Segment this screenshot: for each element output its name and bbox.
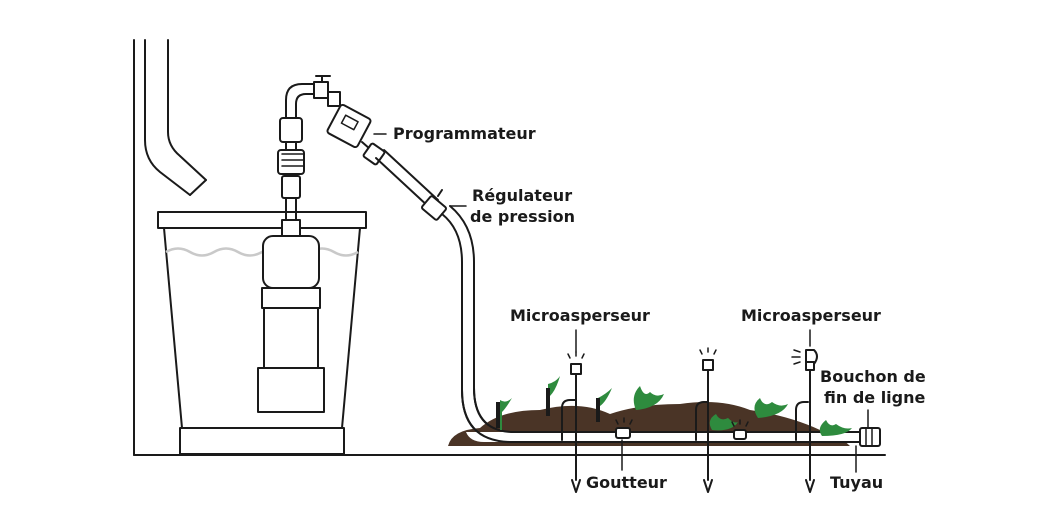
programmer-device bbox=[326, 103, 386, 166]
hose-upper bbox=[375, 149, 439, 209]
micro-sprinkler-right bbox=[791, 349, 818, 493]
riser-pipe bbox=[277, 75, 341, 221]
label-pressure-regulator-line1: Régulateur bbox=[472, 186, 573, 205]
leader-lines bbox=[373, 133, 869, 473]
label-hose: Tuyau bbox=[830, 473, 884, 492]
micro-sprinkler-left bbox=[561, 351, 585, 493]
end-cap-device bbox=[859, 427, 881, 447]
label-pressure-regulator-line2: de pression bbox=[470, 207, 575, 226]
micro-sprinkler-middle bbox=[695, 347, 749, 493]
label-end-cap-line1: Bouchon de bbox=[820, 367, 926, 386]
plants bbox=[500, 376, 852, 436]
downspout bbox=[144, 39, 207, 196]
label-micro-sprinkler-right: Microasperseur bbox=[741, 306, 881, 325]
hose-ground bbox=[461, 387, 861, 443]
pump bbox=[257, 219, 325, 413]
rain-barrel bbox=[157, 211, 367, 455]
dripper-device bbox=[615, 417, 633, 439]
label-micro-sprinkler-left: Microasperseur bbox=[510, 306, 650, 325]
plant-stakes bbox=[496, 388, 600, 428]
label-programmer: Programmateur bbox=[393, 124, 536, 143]
label-dripper: Goutteur bbox=[586, 473, 667, 492]
label-end-cap-line2: fin de ligne bbox=[824, 388, 926, 407]
